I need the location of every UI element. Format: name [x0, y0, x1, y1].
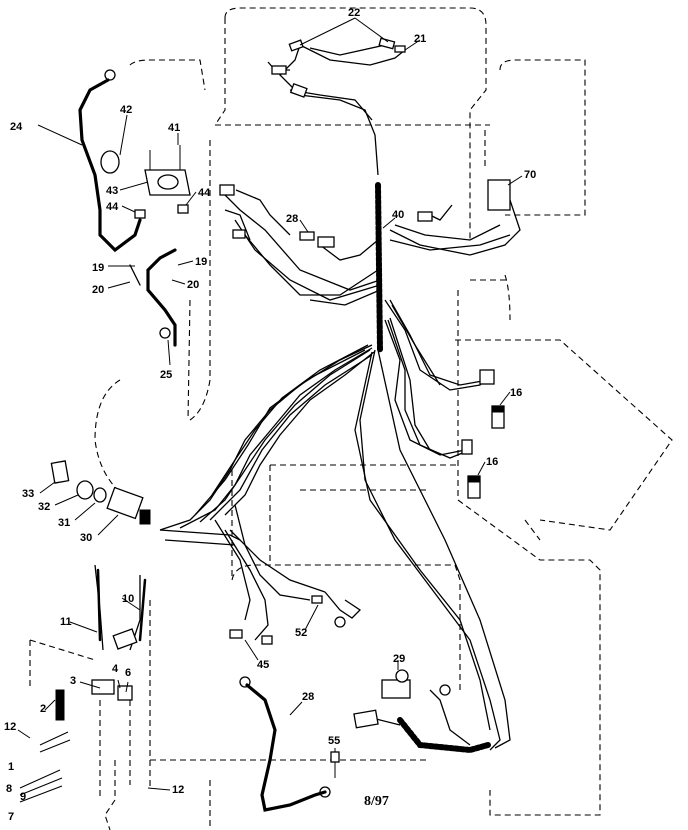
callout-22: 22 — [348, 7, 360, 19]
callout-4: 4 — [112, 663, 119, 675]
callout-19-left: 19 — [92, 262, 104, 274]
callout-33: 33 — [22, 488, 34, 500]
callout-70: 70 — [524, 169, 536, 181]
callout-8: 8 — [6, 783, 12, 795]
callout-21: 21 — [414, 33, 426, 45]
tractor-outline — [94, 7, 673, 830]
callout-2: 2 — [40, 703, 46, 715]
callout-42: 42 — [120, 104, 132, 116]
callout-10: 10 — [122, 593, 134, 605]
components — [50, 37, 511, 798]
callout-45: 45 — [257, 659, 269, 671]
callout-12-right: 12 — [172, 784, 184, 796]
callout-19-right: 19 — [195, 256, 207, 268]
callout-16-lower: 16 — [486, 456, 498, 468]
callout-43: 43 — [106, 185, 118, 197]
callout-labels: 22 21 24 42 41 43 44 44 19 19 20 20 25 2… — [4, 7, 536, 823]
leader-lines — [17, 17, 523, 791]
callout-24: 24 — [10, 121, 23, 133]
callout-28-bottom: 28 — [302, 691, 314, 703]
callout-7: 7 — [8, 811, 14, 823]
callout-25: 25 — [160, 369, 172, 381]
main-harness — [159, 44, 521, 751]
callout-12-left: 12 — [4, 721, 16, 733]
battery-cables — [78, 78, 327, 812]
callout-44-left: 44 — [106, 201, 119, 213]
callout-3: 3 — [70, 675, 76, 687]
callout-20-left: 20 — [92, 284, 104, 296]
callout-11: 11 — [60, 616, 72, 628]
seat-switch-assembly — [19, 564, 147, 803]
callout-41: 41 — [168, 122, 180, 134]
callout-52: 52 — [295, 627, 307, 639]
wire-loom-coil — [375, 182, 491, 754]
callout-55: 55 — [328, 735, 340, 747]
callout-32: 32 — [38, 501, 50, 513]
callout-9: 9 — [20, 791, 26, 803]
callout-6: 6 — [125, 667, 131, 679]
callout-20-right: 20 — [187, 279, 199, 291]
date-code: 8/97 — [364, 794, 389, 809]
callout-29: 29 — [393, 653, 405, 665]
callout-44-right: 44 — [198, 187, 211, 199]
callout-31: 31 — [58, 517, 70, 529]
callout-30: 30 — [80, 532, 92, 544]
callout-28-top: 28 — [286, 213, 298, 225]
callout-1: 1 — [8, 761, 14, 773]
callout-40: 40 — [392, 209, 404, 221]
callout-16-upper: 16 — [510, 387, 522, 399]
